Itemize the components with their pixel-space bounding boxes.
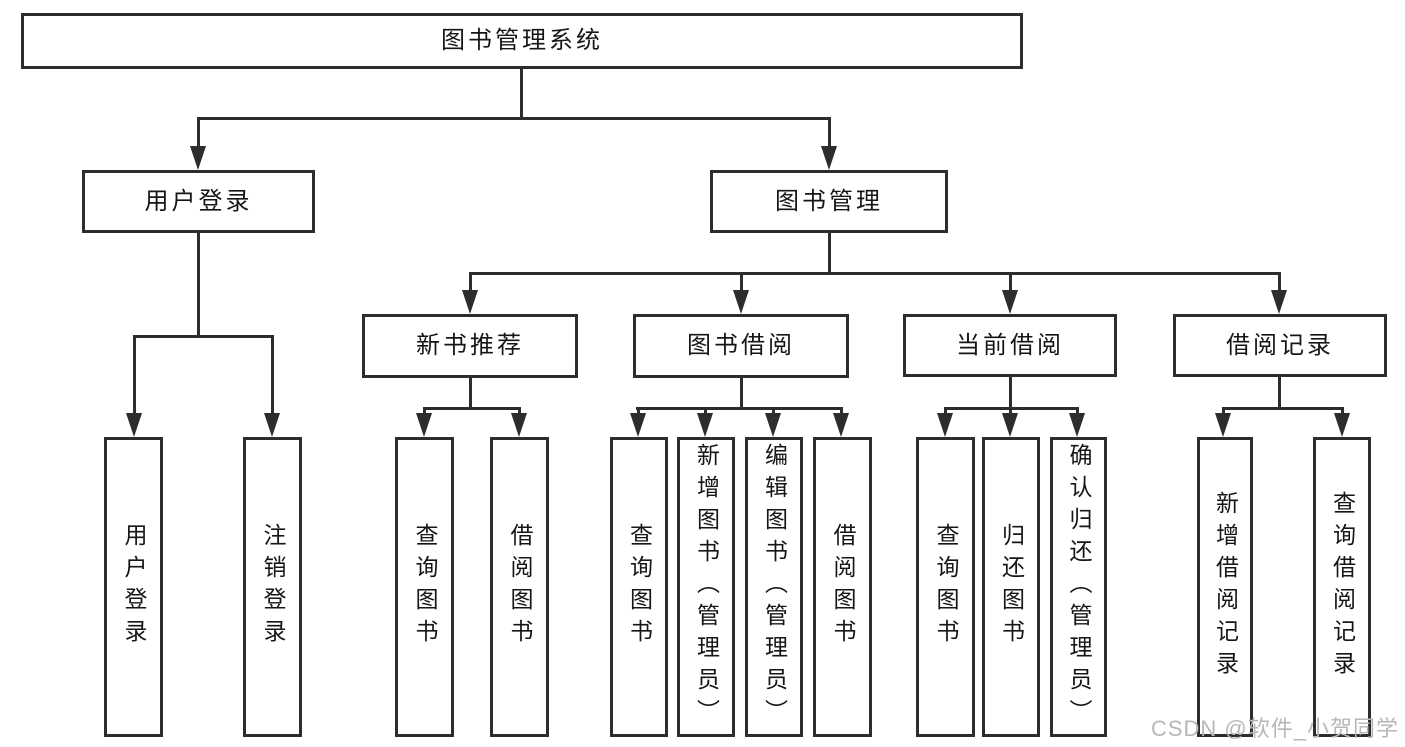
arrowhead-newbook [462, 290, 478, 314]
node-borrow-records: 借阅记录 [1173, 314, 1387, 377]
arrowhead-leaf-user-login [126, 413, 142, 437]
leaf-query-books-borrow-label: 查询图书 [626, 523, 653, 651]
arrowhead-management [821, 146, 837, 170]
leaf-borrow-books-newbook: 借阅图书 [490, 437, 549, 737]
connector-stem-borrow [740, 378, 743, 409]
leaf-return-book: 归还图书 [982, 437, 1040, 737]
node-book-management: 图书管理 [710, 170, 948, 233]
connector-stem-management [828, 233, 831, 274]
leaf-add-book-admin-label: 新增图书（管理员） [693, 443, 720, 731]
arrowhead-newbook-2 [511, 413, 527, 437]
node-new-book-recommend-label: 新书推荐 [416, 332, 524, 359]
connector-drop-records [1278, 272, 1281, 292]
leaf-edit-book-admin-label: 编辑图书（管理员） [761, 443, 788, 731]
connector-drop-newbook [469, 272, 472, 292]
node-current-borrow: 当前借阅 [903, 314, 1117, 377]
leaf-query-books-borrow: 查询图书 [610, 437, 668, 737]
node-borrow-records-label: 借阅记录 [1226, 331, 1334, 359]
node-user-login: 用户登录 [82, 170, 315, 233]
leaf-query-books-newbook-label: 查询图书 [412, 523, 438, 651]
connector-drop-borrow [740, 272, 743, 292]
leaf-user-login: 用户登录 [104, 437, 163, 737]
arrowhead-newbook-1 [416, 413, 432, 437]
connector-drop-leaf-logout [271, 335, 274, 415]
arrowhead-records-1 [1215, 413, 1231, 437]
connector-drop-newbook-1 [423, 407, 426, 416]
leaf-borrow-books-newbook-label: 借阅图书 [507, 523, 533, 651]
leaf-return-book-label: 归还图书 [998, 523, 1025, 651]
arrowhead-login [190, 146, 206, 170]
connector-drop-borrow-4 [840, 407, 843, 416]
arrowhead-current-2 [1002, 413, 1018, 437]
arrowhead-borrow-2 [697, 413, 713, 437]
connector-drop-records-2 [1341, 407, 1344, 416]
leaf-borrow-books-borrow: 借阅图书 [813, 437, 872, 737]
leaf-add-book-admin: 新增图书（管理员） [677, 437, 735, 737]
leaf-query-books-newbook: 查询图书 [395, 437, 454, 737]
connector-drop-borrow-3 [772, 407, 775, 416]
arrowhead-records-2 [1334, 413, 1350, 437]
arrowhead-current [1002, 290, 1018, 314]
leaf-logout-login: 注销登录 [243, 437, 302, 737]
node-user-login-label: 用户登录 [144, 187, 253, 215]
node-new-book-recommend: 新书推荐 [362, 314, 578, 378]
connector-bar-level3 [469, 272, 1280, 275]
connector-bar-level2 [197, 117, 830, 120]
connector-bar-records [1222, 407, 1344, 410]
connector-stem-newbook [469, 378, 472, 409]
connector-drop-current [1009, 272, 1012, 292]
leaf-query-borrow-record-label: 查询借阅记录 [1329, 491, 1356, 683]
leaf-user-login-label: 用户登录 [121, 523, 147, 651]
node-book-borrow-label: 图书借阅 [687, 332, 795, 359]
leaf-query-books-current-label: 查询图书 [933, 523, 959, 651]
arrowhead-current-1 [937, 413, 953, 437]
connector-drop-management [828, 117, 831, 148]
connector-drop-current-1 [944, 407, 947, 416]
connector-bar-user-login [133, 335, 274, 338]
connector-bar-borrow [636, 407, 843, 410]
node-book-borrow: 图书借阅 [633, 314, 849, 378]
connector-stem-current [1009, 377, 1012, 409]
csdn-watermark: CSDN @软件_小贺同学 [1150, 716, 1399, 741]
leaf-edit-book-admin: 编辑图书（管理员） [745, 437, 803, 737]
leaf-borrow-books-borrow-label: 借阅图书 [830, 523, 856, 651]
leaf-logout-login-label: 注销登录 [260, 523, 286, 651]
connector-drop-leaf-user-login [133, 335, 136, 415]
connector-drop-records-1 [1222, 407, 1225, 416]
node-current-borrow-label: 当前借阅 [956, 331, 1064, 359]
leaf-add-borrow-record-label: 新增借阅记录 [1212, 491, 1239, 683]
connector-drop-borrow-1 [637, 407, 640, 416]
arrowhead-borrow [733, 290, 749, 314]
connector-stem-root [520, 69, 523, 118]
connector-stem-records [1278, 377, 1281, 409]
connector-drop-current-3 [1076, 407, 1079, 416]
leaf-query-borrow-record: 查询借阅记录 [1313, 437, 1371, 737]
leaf-query-books-current: 查询图书 [916, 437, 975, 737]
arrowhead-borrow-1 [630, 413, 646, 437]
arrowhead-current-3 [1069, 413, 1085, 437]
connector-drop-borrow-2 [704, 407, 707, 416]
connector-stem-user-login [197, 233, 200, 338]
arrowhead-leaf-logout [264, 413, 280, 437]
leaf-confirm-return-admin: 确认归还（管理员） [1050, 437, 1107, 737]
connector-bar-newbook [423, 407, 521, 410]
node-root: 图书管理系统 [21, 13, 1023, 69]
leaf-confirm-return-admin-label: 确认归还（管理员） [1066, 443, 1092, 731]
connector-drop-current-2 [1009, 407, 1012, 416]
connector-drop-login [197, 117, 200, 148]
node-root-label: 图书管理系统 [441, 27, 603, 54]
node-book-management-label: 图书管理 [775, 187, 883, 215]
leaf-add-borrow-record: 新增借阅记录 [1197, 437, 1253, 737]
connector-drop-newbook-2 [518, 407, 521, 416]
arrowhead-borrow-4 [833, 413, 849, 437]
arrowhead-borrow-3 [765, 413, 781, 437]
arrowhead-records [1271, 290, 1287, 314]
